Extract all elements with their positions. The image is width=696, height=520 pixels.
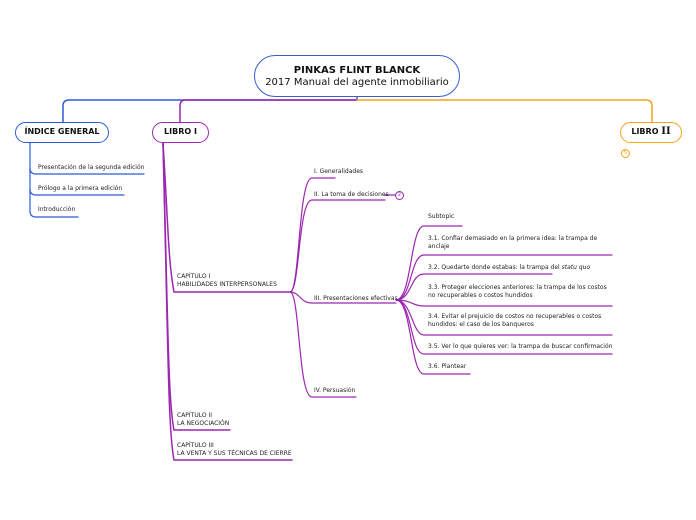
indice-item-prologo[interactable]: Prólogo a la primera edición: [38, 185, 123, 192]
subtopic-3-3[interactable]: 3.3. Proteger elecciones anteriores: la …: [428, 284, 607, 299]
capitulo-i-line2: HABILIDADES INTERPERSONALES: [177, 281, 277, 288]
capitulo-iii[interactable]: CAPÍTULO III LA VENTA Y SUS TÉCNICAS DE …: [177, 442, 292, 458]
subtopic-3-5[interactable]: 3.5. Ver lo que quieres ver: la trampa d…: [428, 343, 613, 350]
subtopic-3-2-text: 3.2. Quedarte donde estabas: la trampa d…: [428, 264, 562, 271]
capitulo-iii-line1: CAPÍTULO III: [177, 442, 214, 449]
topic-libro-ii-numeral: II: [661, 126, 671, 137]
indice-item-introduccion[interactable]: Introducción: [38, 206, 76, 213]
topic-libro-ii-label: LIBRO: [631, 127, 662, 136]
subtopic-3-4[interactable]: 3.4. Evitar el prejuicio de costos no re…: [428, 313, 602, 328]
subtopic-3-2[interactable]: 3.2. Quedarte donde estabas: la trampa d…: [428, 264, 590, 272]
topic-libro-i[interactable]: LIBRO I: [152, 122, 209, 143]
capitulo-ii-line1: CAPÍTULO II: [177, 412, 213, 419]
section-persuasion[interactable]: IV. Persuasión: [314, 387, 356, 394]
section-presentaciones-efectivas[interactable]: III. Presentaciones efectivas: [314, 295, 398, 302]
topic-libro-ii[interactable]: LIBRO II: [620, 122, 682, 143]
collapsed-count-badge[interactable]: 2: [395, 191, 404, 200]
capitulo-ii[interactable]: CAPÍTULO II LA NEGOCIACIÓN: [177, 412, 229, 428]
capitulo-ii-line2: LA NEGOCIACIÓN: [177, 420, 230, 427]
central-topic-subtitle: 2017 Manual del agente inmobiliario: [265, 77, 449, 88]
subtopic-3-6[interactable]: 3.6. Plantear: [428, 363, 467, 370]
subtopic-3-1[interactable]: 3.1. Confiar demasiado en la primera ide…: [428, 235, 598, 250]
central-topic-title: PINKAS FLINT BLANCK: [293, 65, 421, 76]
capitulo-i[interactable]: CAPÍTULO I HABILIDADES INTERPERSONALES: [177, 273, 277, 289]
section-toma-de-decisiones[interactable]: II. La toma de decisiones: [314, 191, 389, 198]
capitulo-i-line1: CAPÍTULO I: [177, 273, 211, 280]
capitulo-iii-line2: LA VENTA Y SUS TÉCNICAS DE CIERRE: [177, 450, 292, 457]
central-topic[interactable]: PINKAS FLINT BLANCK 2017 Manual del agen…: [254, 55, 460, 97]
collapsed-count-badge[interactable]: 5: [621, 149, 630, 158]
section-generalidades[interactable]: I. Generalidades: [314, 168, 364, 175]
subtopic-3-2-italic: statu quo: [561, 264, 591, 271]
indice-item-presentacion[interactable]: Presentación de la segunda edición: [38, 164, 145, 171]
topic-indice-general[interactable]: ÍNDICE GENERAL: [15, 122, 109, 143]
subtopic-placeholder[interactable]: Subtopic: [428, 213, 455, 220]
